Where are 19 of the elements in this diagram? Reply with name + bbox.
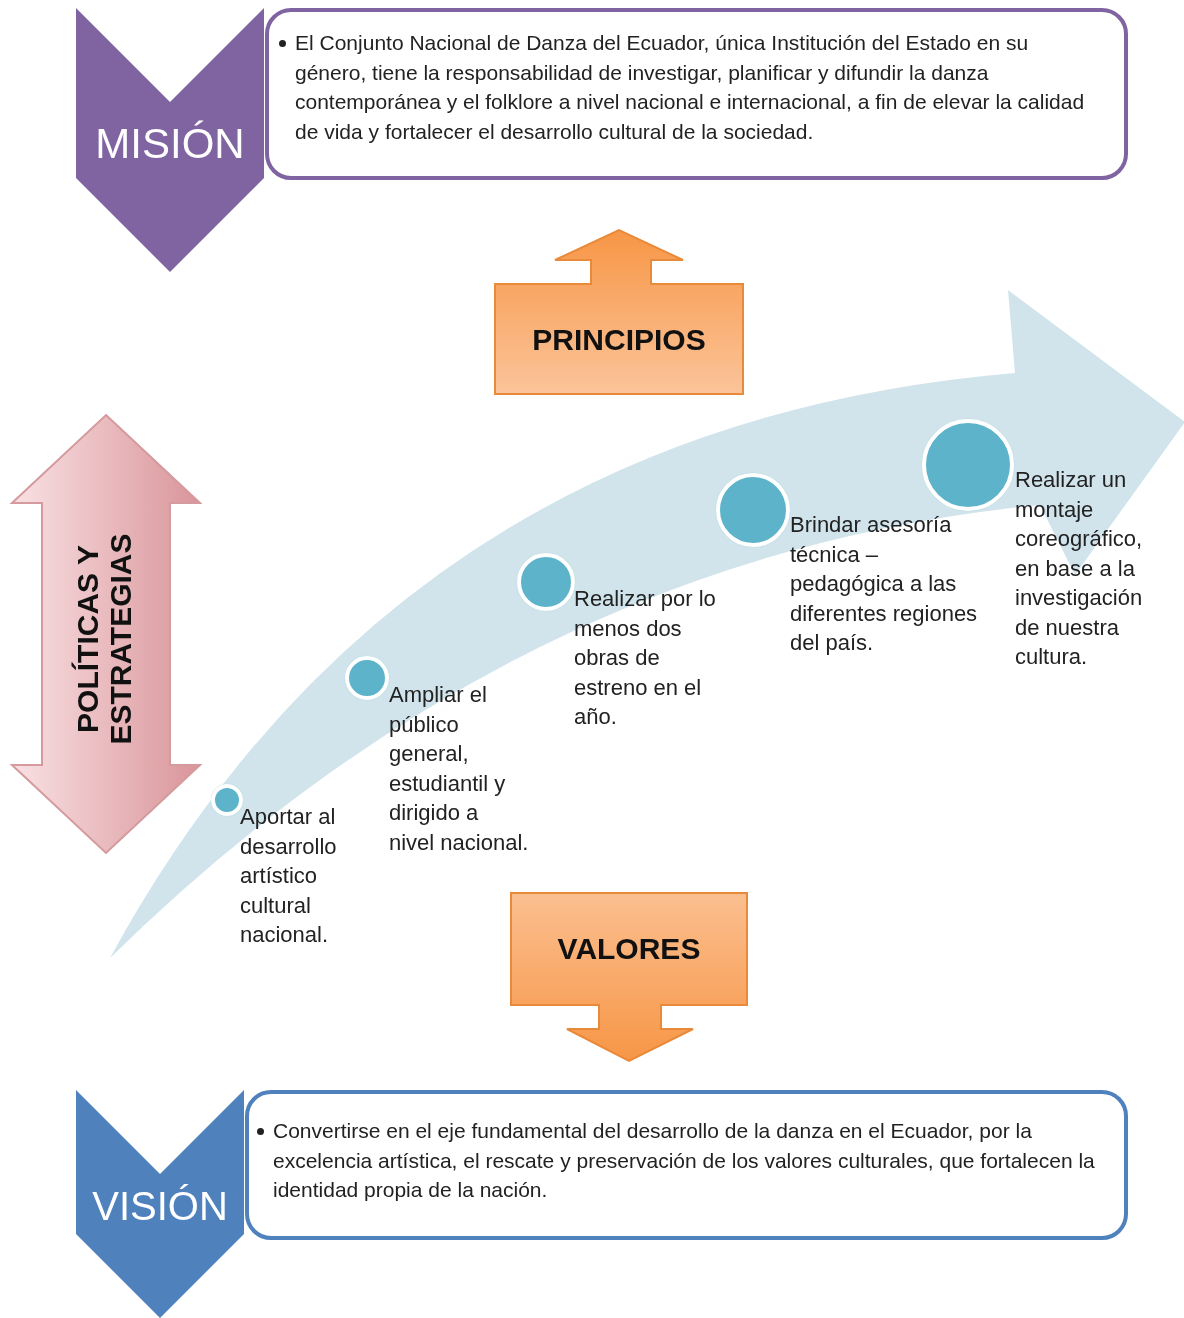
body-text: Convertirse en el eje fundamental del desarrollo de la danza en el Ecuador, por la excelencia artística, el rescate y preservación de los valores culturales, que fortalecen la identidad propia de la nación. bbox=[273, 1118, 1096, 1203]
arrow-box bbox=[495, 230, 743, 396]
heading: POLÍTICAS Y ESTRATEGIAS bbox=[71, 532, 138, 747]
double-arrow bbox=[12, 415, 200, 853]
text-panel bbox=[245, 1090, 1128, 1240]
chevron-shape bbox=[76, 1090, 244, 1318]
arrow-box bbox=[511, 893, 747, 1063]
step-text: Realizar por lo menos dos obras de estreno en el año. bbox=[574, 585, 717, 731]
text-panel bbox=[265, 8, 1128, 180]
chevron-shape bbox=[76, 8, 264, 272]
heading: MISIÓN bbox=[94, 119, 246, 169]
heading: VISIÓN bbox=[91, 1183, 229, 1230]
step-text: Brindar asesoría técnica – pedagógica a las diferentes regiones del país. bbox=[790, 511, 979, 657]
step-text: Realizar un montaje coreográfico, en base a la investigación de nuestra cultura. bbox=[1015, 466, 1144, 671]
heading: VALORES bbox=[556, 931, 702, 967]
step-text: Ampliar el público general, estudiantil y dirigido a nivel nacional. bbox=[389, 681, 529, 857]
body-text: El Conjunto Nacional de Danza del Ecuador, única Institución del Estado en su género, tiene la responsabilidad de investigar, planificar y difundir la danza contemporánea y el folklore a nivel nacional e internacional, a fin de elevar la calidad de vida y fortalecer el desarrollo cultural de la sociedad. bbox=[295, 30, 1086, 145]
step-text: Aportar al desarrollo artístico cultural nacional. bbox=[240, 803, 338, 949]
heading: PRINCIPIOS bbox=[531, 322, 707, 358]
